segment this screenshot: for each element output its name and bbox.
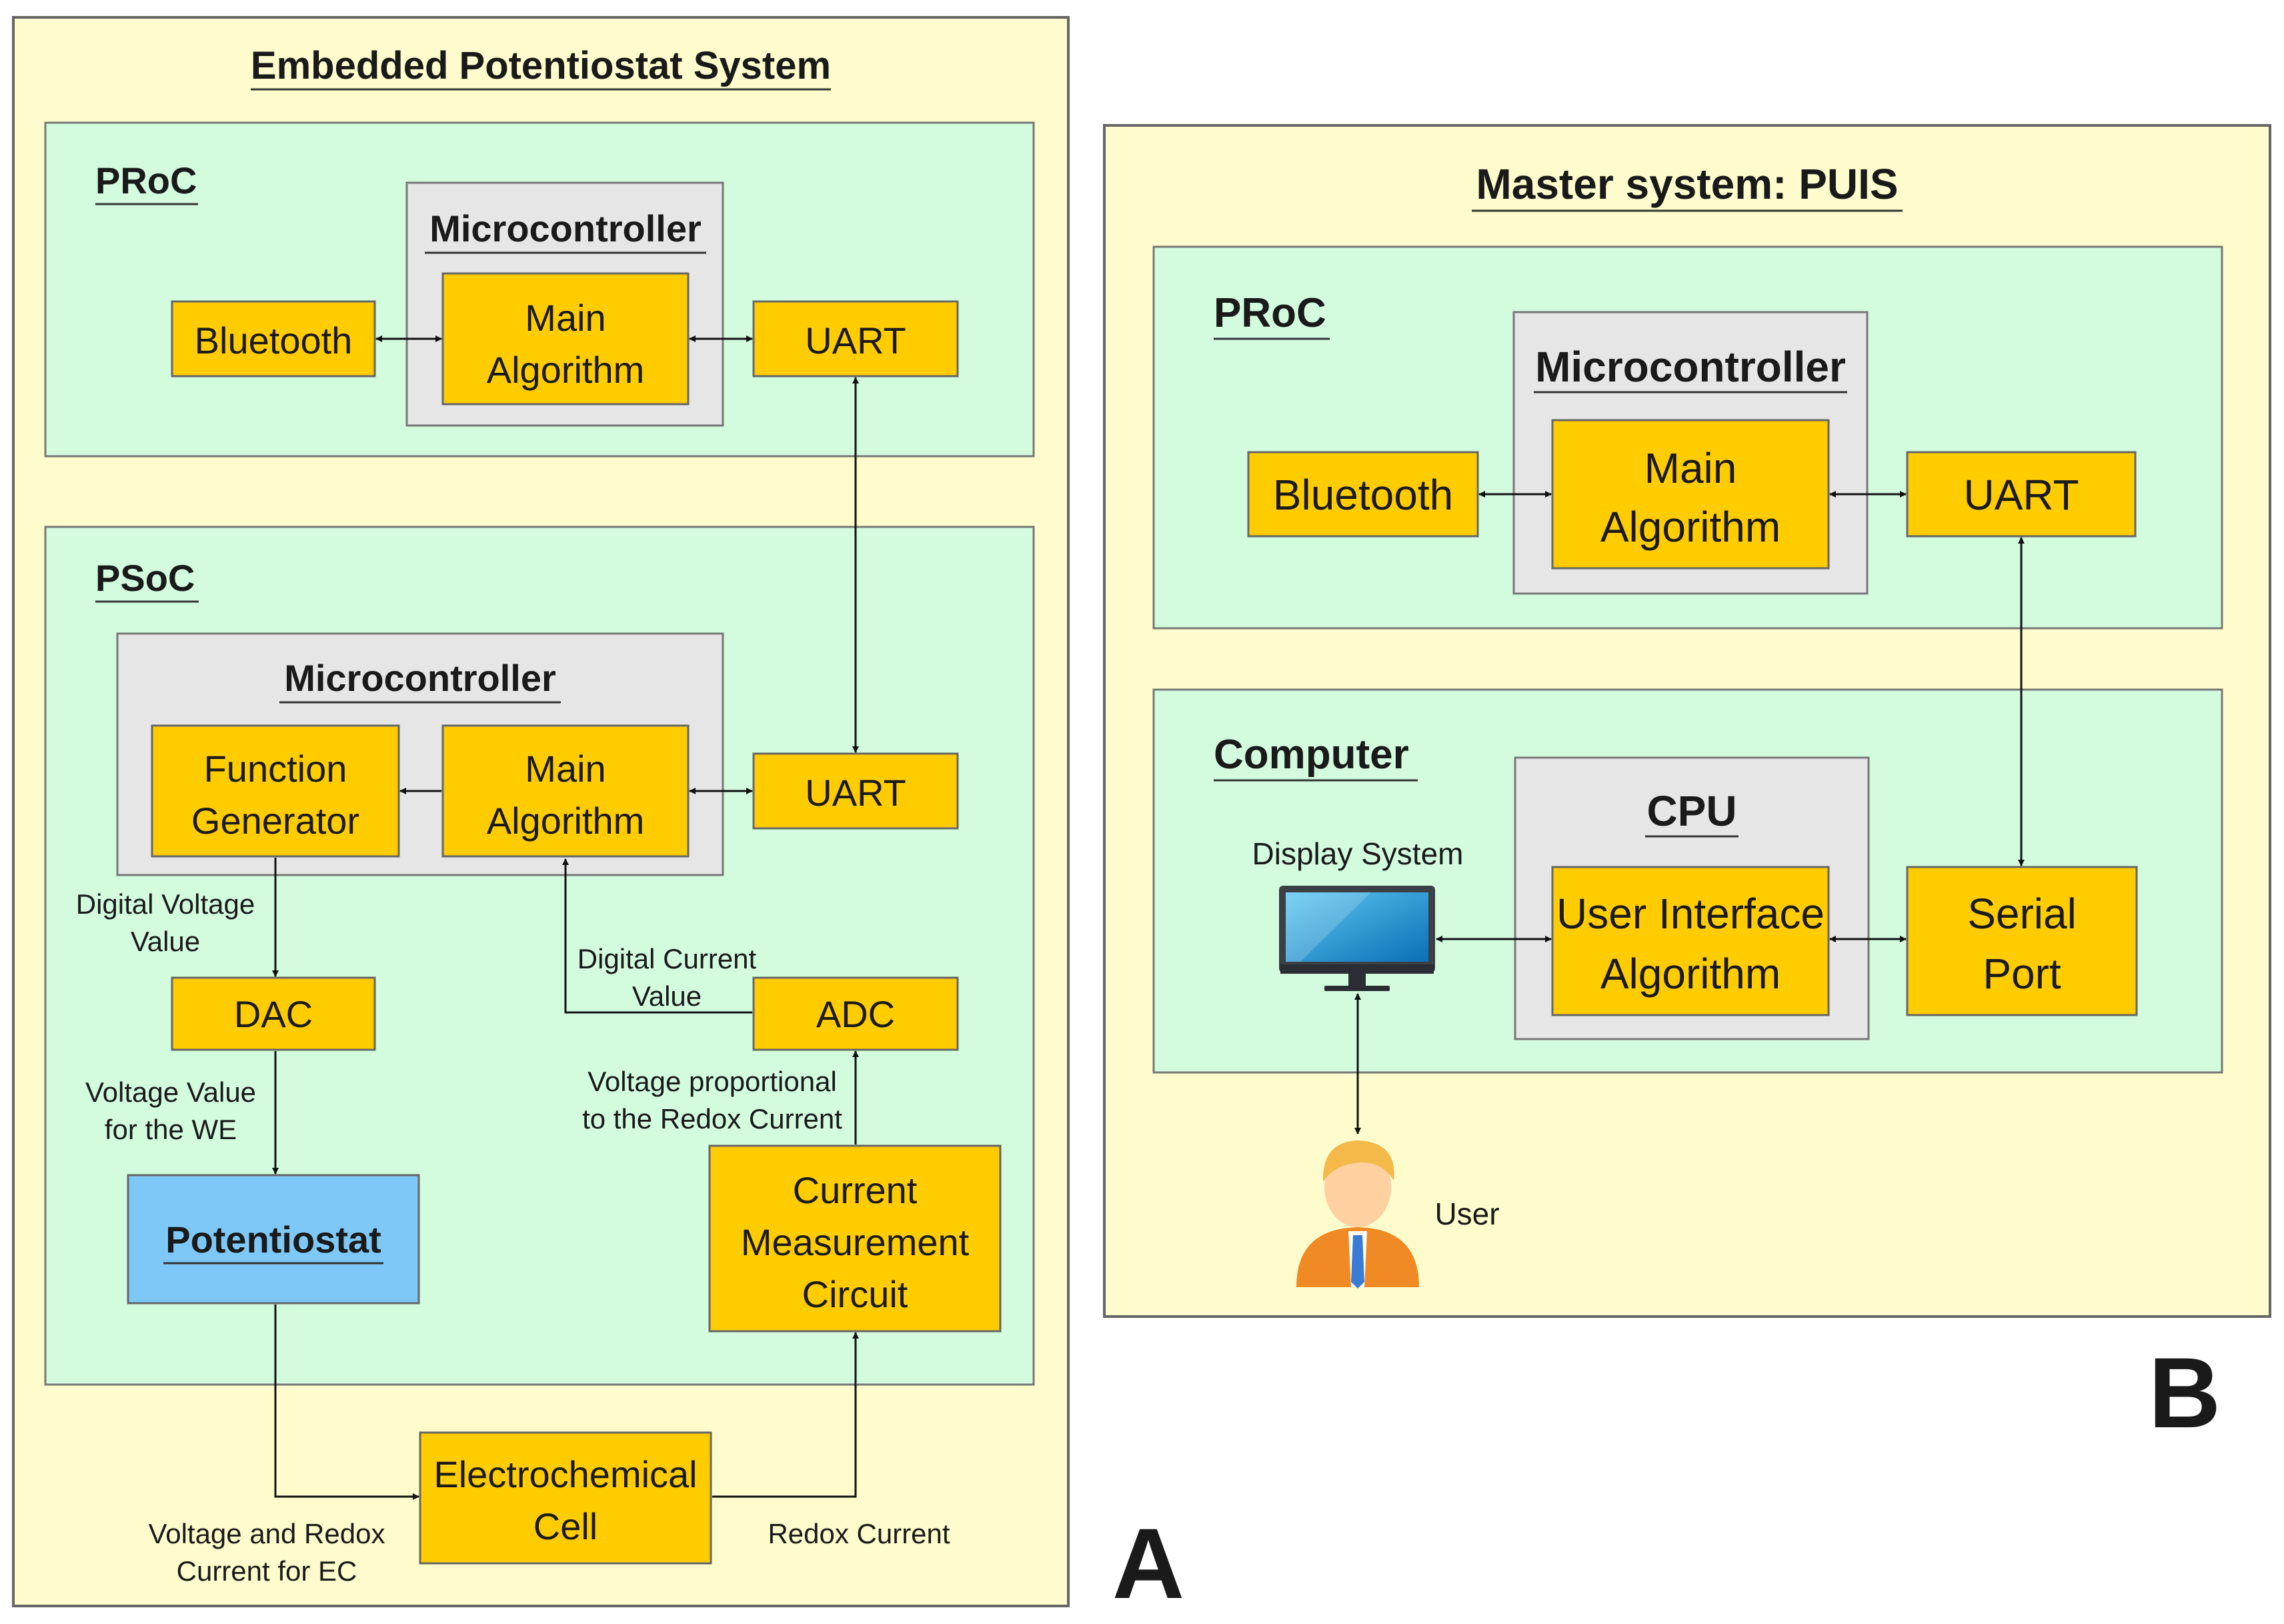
dac-block (171, 976, 376, 1051)
voltage-proportional-label-1: Voltage proportional (588, 1066, 837, 1097)
adc-block (752, 976, 959, 1051)
psoc-main-algorithm-block (441, 724, 690, 858)
adc-to-main-arrow (562, 858, 752, 1014)
proc-a-main-algorithm-line2: Algorithm (487, 349, 645, 391)
serial-port-line2: Port (1983, 950, 2061, 998)
psoc-subsystem: PSoC Microcontroller Function Generator … (44, 526, 1035, 1386)
proc-a-title: PRoC (95, 159, 197, 201)
function-generator-block (151, 724, 400, 858)
user-icon (1296, 1140, 1419, 1289)
display-system-label: Display System (1252, 836, 1464, 871)
computer-subsystem: Computer CPU User Interface Algorithm Se… (1152, 688, 2223, 1074)
function-generator-line2: Generator (191, 800, 359, 842)
panel-b: Master system: PUIS PRoC Microcontroller… (1103, 124, 2271, 1449)
proc-a-uart-label: UART (805, 319, 906, 361)
ui-algorithm-block (1551, 866, 1830, 1016)
proc-b-uart-label: UART (1963, 471, 2079, 519)
voltage-we-label-2: for the WE (105, 1114, 237, 1145)
potentiostat-to-cell-arrow (274, 1305, 419, 1500)
current-measurement-line1: Current (793, 1169, 918, 1211)
potentiostat-block (127, 1174, 420, 1305)
voltage-redox-ec-label-2: Current for EC (177, 1555, 357, 1587)
proc-b-main-algorithm-line1: Main (1644, 444, 1737, 492)
psoc-uart-block (752, 752, 959, 830)
panel-a: Embedded Potentiostat System PRoC Microc… (12, 16, 1184, 1619)
digital-voltage-label-2: Value (131, 926, 200, 957)
voltage-proportional-label-2: to the Redox Current (582, 1103, 842, 1134)
proc-subsystem-a: PRoC Microcontroller Main Algorithm Blue… (44, 121, 1035, 458)
serial-port-line1: Serial (1967, 890, 2077, 938)
redox-current-label: Redox Current (768, 1518, 950, 1549)
potentiostat-label: Potentiostat (165, 1219, 381, 1261)
proc-a-mcu-title: Microcontroller (429, 207, 702, 249)
digital-current-label-1: Digital Current (578, 943, 757, 974)
psoc-title: PSoC (95, 557, 195, 599)
psoc-mcu-title: Microcontroller (284, 657, 556, 699)
proc-b-main-algorithm-line2: Algorithm (1600, 503, 1781, 551)
proc-b-main-algorithm-block (1551, 419, 1830, 570)
proc-subsystem-b: PRoC Microcontroller Main Algorithm Blue… (1152, 245, 2223, 630)
proc-a-main-algorithm-line1: Main (525, 297, 606, 339)
panel-b-letter: B (2149, 1337, 2221, 1449)
current-measurement-line3: Circuit (802, 1273, 908, 1315)
proc-a-bluetooth-block (171, 300, 376, 377)
proc-a-uart-block (752, 300, 959, 377)
psoc-uart-label: UART (805, 772, 906, 814)
digital-voltage-label-1: Digital Voltage (76, 888, 255, 920)
proc-b-bluetooth-label: Bluetooth (1273, 471, 1453, 519)
proc-a-main-algorithm-block (441, 272, 690, 405)
cpu-title: CPU (1646, 787, 1737, 835)
voltage-redox-ec-label-1: Voltage and Redox (149, 1518, 385, 1549)
proc-b-bluetooth-block (1247, 451, 1479, 538)
cell-to-measurement-arrow (712, 1332, 859, 1498)
function-generator-line1: Function (204, 748, 347, 790)
psoc-main-algorithm-line2: Algorithm (487, 800, 645, 842)
proc-b-title: PRoC (1214, 290, 1326, 336)
electrochemical-cell-line1: Electrochemical (433, 1453, 697, 1495)
user-label: User (1434, 1196, 1499, 1231)
adc-label: ADC (816, 993, 895, 1035)
voltage-we-label-1: Voltage Value (85, 1076, 256, 1108)
digital-current-label-2: Value (632, 980, 702, 1012)
panel-a-title: Embedded Potentiostat System (251, 44, 831, 87)
current-measurement-block (708, 1144, 1002, 1333)
ui-algorithm-line2: Algorithm (1600, 950, 1781, 998)
monitor-icon (1279, 886, 1435, 991)
ui-algorithm-line1: User Interface (1556, 890, 1825, 938)
proc-b-mcu-title: Microcontroller (1535, 343, 1846, 391)
current-measurement-line2: Measurement (741, 1221, 970, 1263)
panel-a-letter: A (1112, 1507, 1184, 1619)
electrochemical-cell-line2: Cell (533, 1505, 598, 1547)
dac-label: DAC (234, 993, 313, 1035)
panel-b-title: Master system: PUIS (1476, 160, 1898, 208)
psoc-main-algorithm-line1: Main (525, 748, 606, 790)
computer-title: Computer (1214, 732, 1409, 778)
proc-b-uart-block (1906, 451, 2137, 538)
proc-a-bluetooth-label: Bluetooth (195, 319, 353, 361)
electrochemical-cell-block (419, 1431, 712, 1565)
serial-port-block (1906, 866, 2138, 1016)
